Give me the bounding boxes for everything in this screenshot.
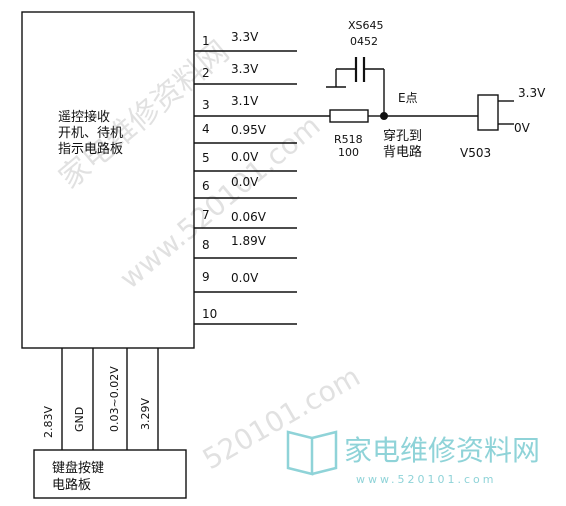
pin-1-voltage: 3.3V [231,30,259,44]
bottom-wires [61,348,159,450]
pin-10-number: 10 [202,307,217,321]
pin-8-voltage: 1.89V [231,234,267,248]
bottom-wire-1-label: 2.83V [42,406,55,438]
pin-7-voltage: 0.06V [231,210,267,224]
keyboard-board [33,449,187,499]
node-note-line-2: 背电路 [383,144,422,160]
pin-9-number: 9 [202,270,210,284]
transistor-top-voltage: 3.3V [518,86,546,100]
bottom-wire-2-label: GND [73,407,86,432]
pin-4-number: 4 [202,122,210,136]
node-e-label: E点 [398,91,418,105]
remote-board-line-1: 遥控接收 [58,109,110,125]
pin-3-number: 3 [202,98,210,112]
resistor-r518 [329,109,369,123]
watermark-site-lower: 520101.com [197,360,366,476]
keyboard-board-line-2: 电路板 [52,477,91,493]
transistor-bottom-voltage: 0V [514,121,531,135]
transistor-v503-body [477,94,499,131]
pin-6-number: 6 [202,179,210,193]
pin-5-number: 5 [202,151,210,165]
pin-3-voltage: 3.1V [231,94,259,108]
brand-book-icon [286,430,338,476]
transistor-name: V503 [460,146,491,160]
connector-pin-lines [194,50,330,325]
bottom-wire-3-label: 0.03~0.02V [108,366,121,432]
brand-logo: 家电维修资料网 www.520101.com [286,430,540,486]
capacitor-code: 0452 [350,35,378,48]
pin-1-number: 1 [202,34,210,48]
pin-9-voltage: 0.0V [231,271,259,285]
resistor-label: R518 [334,133,363,146]
resistor-value: 100 [338,146,359,159]
capacitor-label: XS645 [348,19,384,32]
pin-4-voltage: 0.95V [231,123,267,137]
brand-name: 家电维修资料网 [344,434,540,467]
remote-board-line-3: 指示电路板 [58,141,123,157]
pin-5-voltage: 0.0V [231,150,259,164]
pin-7-number: 7 [202,208,210,222]
pin-8-number: 8 [202,238,210,252]
capacitor-xs645 [326,57,385,116]
brand-site: www.520101.com [356,473,496,486]
pin-2-voltage: 3.3V [231,62,259,76]
pin-6-voltage: 0.0V [231,175,259,189]
pin-2-number: 2 [202,66,210,80]
keyboard-board-line-1: 键盘按键 [52,460,104,476]
remote-receiver-board [21,11,195,349]
node-note-line-1: 穿孔到 [383,128,422,144]
remote-board-line-2: 开机、待机 [58,126,123,141]
bottom-wire-4-label: 3.29V [139,398,152,430]
